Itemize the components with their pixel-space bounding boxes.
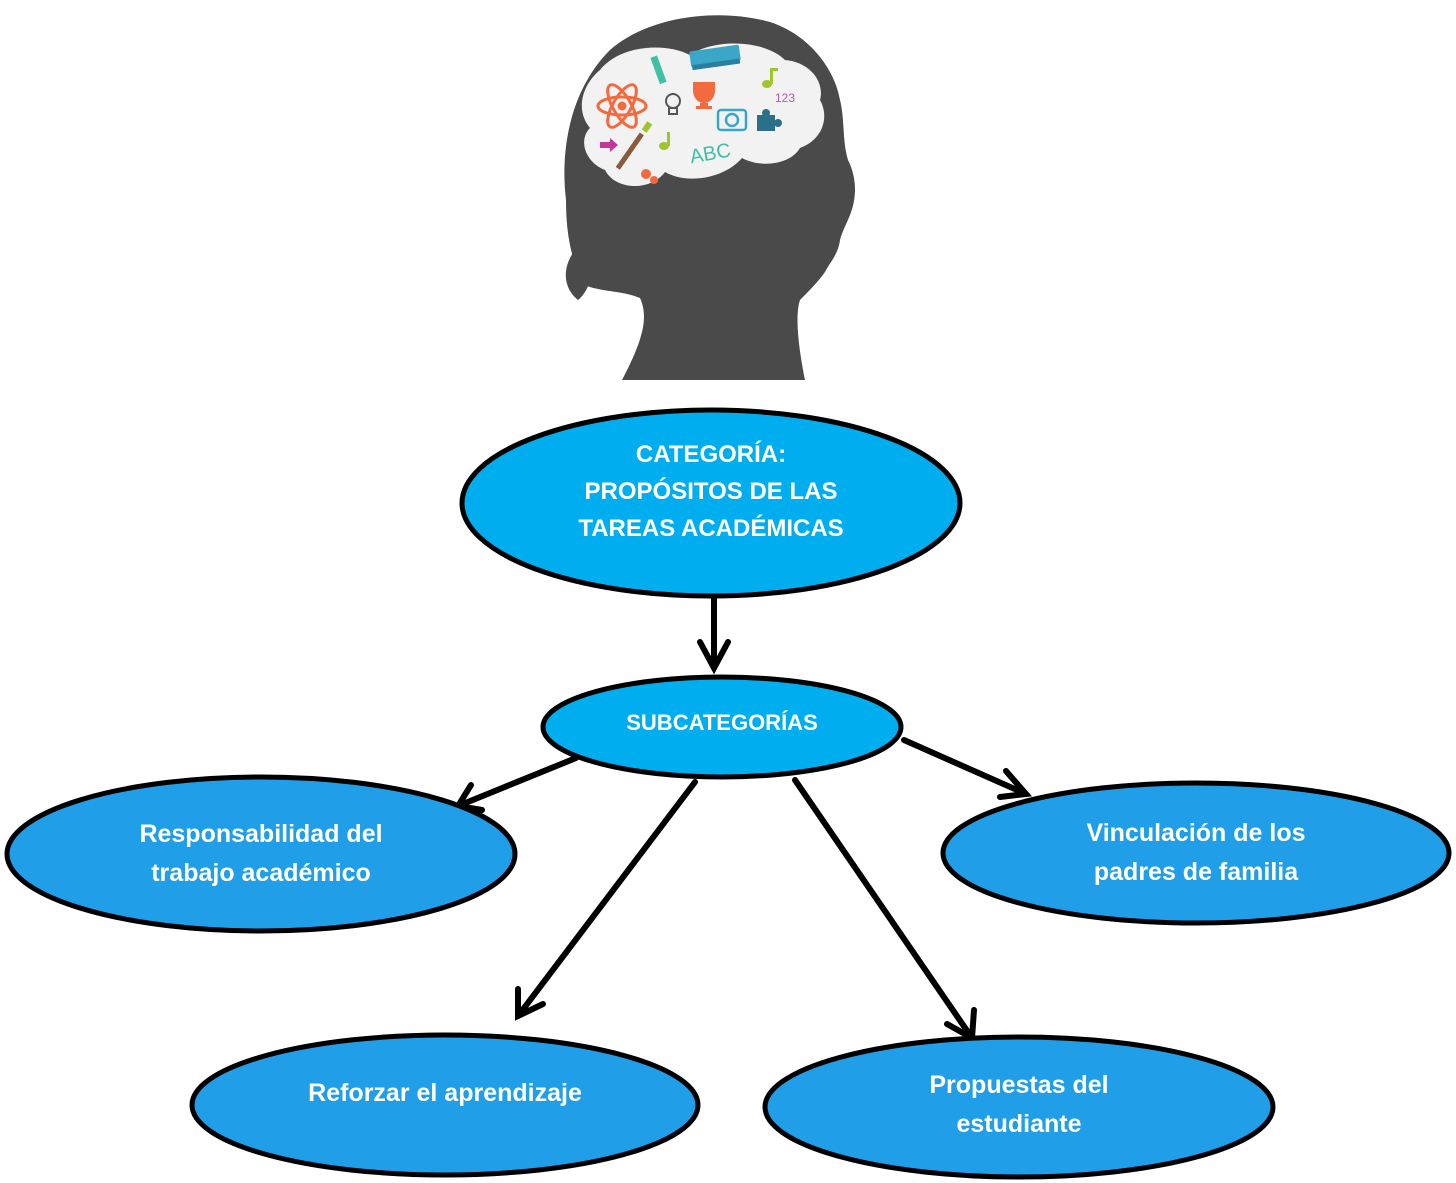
numbers-icon: 123 — [775, 91, 795, 105]
subcategory-node-reforzar: Reforzar el aprendizaje — [189, 1032, 701, 1178]
subcategory-line-1: Propuestas del — [929, 1071, 1108, 1099]
category-line-1: CATEGORÍA: — [636, 440, 786, 468]
arrowhead — [997, 768, 1032, 800]
subcategory-line-2: padres de familia — [1094, 858, 1299, 886]
atom-icon — [596, 83, 648, 129]
subcategory-node-propuestas: Propuestas del estudiante — [762, 1034, 1276, 1180]
subcategory-ellipse — [189, 1032, 701, 1178]
category-line-3: TAREAS ACADÉMICAS — [578, 514, 843, 542]
hair-strand — [565, 250, 592, 300]
arrow-icon — [600, 138, 618, 152]
subcategory-ellipse — [940, 780, 1452, 926]
music-note-icon — [659, 132, 670, 150]
arrow-to-reforzar — [515, 779, 698, 1019]
subcategory-line-2: trabajo académico — [151, 859, 371, 887]
subcategory-node-responsabilidad: Responsabilidad del trabajo académico — [4, 774, 518, 934]
subcategories-ellipse — [540, 674, 904, 780]
pencil-icon — [650, 55, 667, 85]
subcategory-ellipse — [762, 1034, 1276, 1180]
puzzle-icon — [757, 109, 782, 131]
child-head-illustration: 123 ABC — [564, 15, 855, 381]
paintbrush-icon — [615, 121, 653, 170]
arrowhead — [515, 986, 546, 1021]
category-ellipse — [459, 407, 963, 599]
arrow-to-responsabilidad — [455, 755, 579, 809]
music-note-icon — [762, 68, 778, 88]
book-icon — [689, 44, 741, 71]
subcategory-line-2: estudiante — [956, 1110, 1081, 1138]
subcategory-line-1: Reforzar el aprendizaje — [308, 1079, 582, 1107]
camera-icon — [716, 108, 748, 132]
category-node: CATEGORÍA: PROPÓSITOS DE LAS TAREAS ACAD… — [459, 407, 963, 599]
subcategories-node: SUBCATEGORÍAS — [540, 674, 904, 780]
arrow-to-vinculacion — [901, 737, 1029, 797]
lightbulb-icon — [665, 93, 681, 115]
category-line-2: PROPÓSITOS DE LAS — [585, 477, 838, 505]
gear-icon — [641, 169, 658, 184]
thought-cloud — [581, 43, 825, 187]
connectors — [453, 593, 1032, 1043]
subcategory-line-1: Responsabilidad del — [139, 820, 382, 848]
arrow-to-propuestas — [792, 777, 975, 1041]
subcategory-line-1: Vinculación de los — [1086, 819, 1305, 847]
trophy-icon — [693, 82, 715, 109]
arrowhead — [697, 639, 731, 675]
subcategory-node-vinculacion: Vinculación de los padres de familia — [940, 780, 1452, 926]
subcategory-ellipse — [4, 774, 518, 934]
subcategories-label: SUBCATEGORÍAS — [626, 710, 818, 735]
